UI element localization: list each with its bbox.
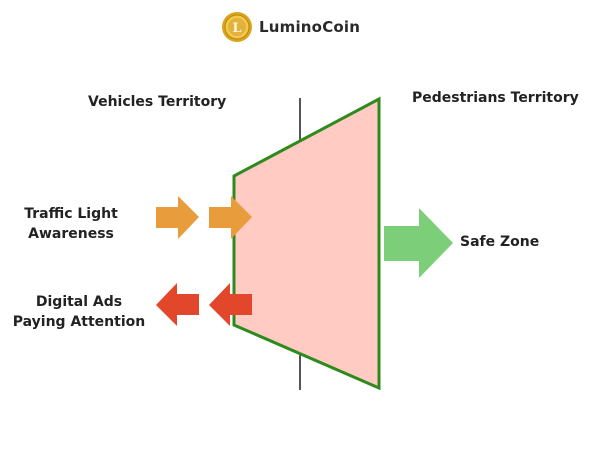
safe-zone-label: Safe Zone [460,234,540,250]
ads-arrow-2-icon [209,283,252,326]
digital-ads-label-line2: Paying Attention [12,314,146,330]
traffic-light-awareness-label: Traffic Light Awareness [8,204,134,244]
digital-ads-label: Digital Ads Paying Attention [4,292,154,332]
brand-header: L LuminoCoin [221,10,360,44]
traffic-light-label-line1: Traffic Light [24,206,118,222]
traffic-arrow-1-icon [156,196,199,239]
traffic-light-label-line2: Awareness [28,226,114,242]
vehicles-territory-label: Vehicles Territory [88,94,227,110]
digital-ads-label-line1: Digital Ads [35,294,123,310]
brand-name: LuminoCoin [259,18,361,36]
ads-arrow-1-icon [156,283,199,326]
gold-coin-icon: L [222,12,252,42]
attention-filter-shape [232,96,381,391]
traffic-arrow-2-icon [209,196,252,239]
safe-zone-arrow-icon [384,208,453,278]
coin-glyph: L [232,21,241,36]
pedestrians-territory-label: Pedestrians Territory [412,90,579,106]
